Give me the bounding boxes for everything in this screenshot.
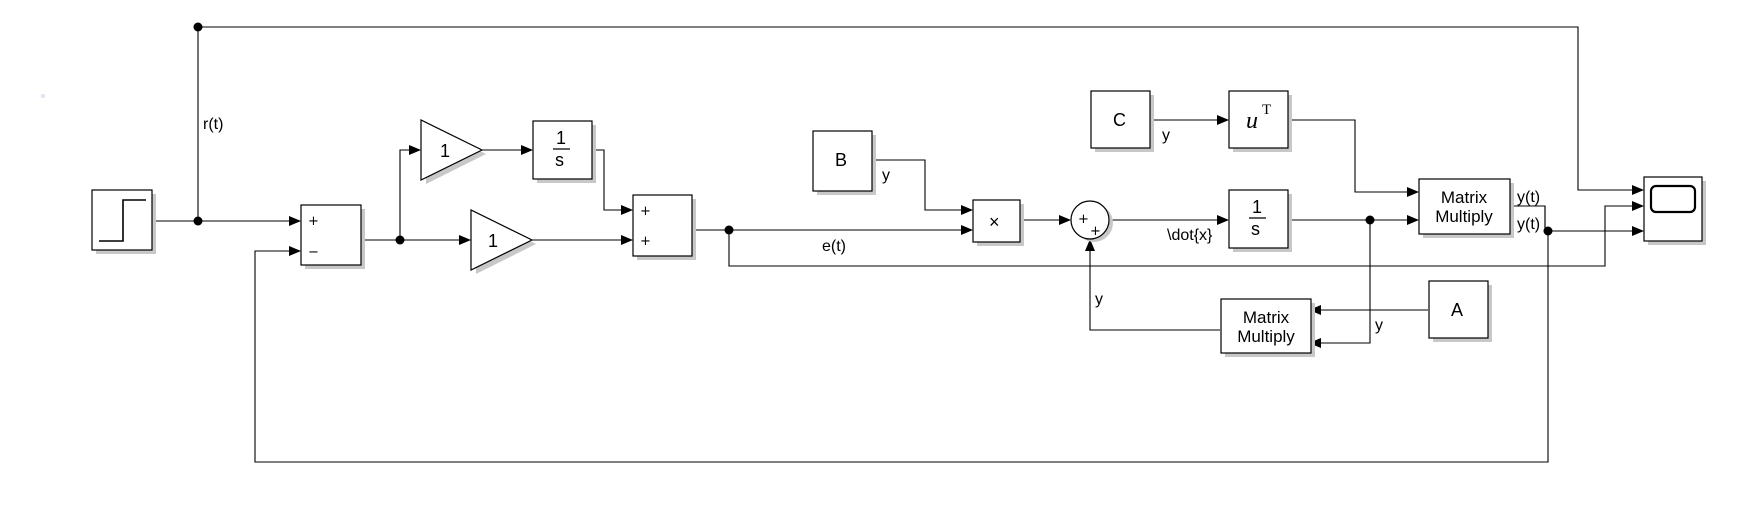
signal-label-output-2: y(t) xyxy=(1517,216,1540,233)
gain-upper-block[interactable]: 1 xyxy=(420,119,486,184)
sum-state-sign-plus-2: + xyxy=(1090,224,1101,239)
wire-b-to-product xyxy=(872,159,973,215)
gain-lower-block[interactable]: 1 xyxy=(470,209,536,274)
matrix-multiply-top-line2: Multiply xyxy=(1435,207,1493,226)
sum-pi-block[interactable]: + + xyxy=(632,194,696,260)
sum-state-sign-plus-1: + xyxy=(1078,212,1089,227)
junction-dot-error-split xyxy=(395,235,405,245)
integrator-2-denominator: s xyxy=(1251,219,1260,239)
wire-reference-to-scope xyxy=(197,26,1644,221)
scope-block[interactable] xyxy=(1643,176,1706,245)
wire-feedback-loop xyxy=(254,231,1549,463)
integrator-1-denominator: s xyxy=(555,150,564,170)
scope-screen-icon xyxy=(1649,184,1697,214)
sum-pi-sign-plus-2: + xyxy=(640,234,651,249)
transpose-base: u xyxy=(1246,108,1258,134)
transpose-block[interactable]: u T xyxy=(1228,90,1292,152)
sum-error-sign-plus: + xyxy=(308,214,319,229)
wire-state-to-mm-bottom xyxy=(1309,220,1371,348)
sum-error-block[interactable]: + − xyxy=(300,204,365,269)
matrix-c-label: C xyxy=(1113,110,1126,130)
junction-dot-reference xyxy=(193,216,203,226)
matrix-b-block[interactable]: B xyxy=(812,130,876,195)
stray-dot xyxy=(41,94,45,98)
integrator-1-numerator: 1 xyxy=(556,128,566,148)
wire-ax-to-sum3 xyxy=(1085,239,1220,331)
matrix-multiply-bottom-line1: Matrix xyxy=(1243,308,1290,327)
product-block[interactable]: × xyxy=(972,199,1024,246)
junction-dot-top xyxy=(193,22,203,32)
sum-pi-sign-plus-1: + xyxy=(640,204,651,219)
signal-label-reference: r(t) xyxy=(203,116,223,133)
wire-error-to-scope xyxy=(728,201,1644,267)
signal-label-error: e(t) xyxy=(822,238,846,255)
signal-label-state-derivative: \dot{x} xyxy=(1167,227,1213,244)
matrix-multiply-top-line1: Matrix xyxy=(1441,188,1488,207)
wire-to-gain-upper xyxy=(399,145,421,240)
matrix-multiply-top-block[interactable]: Matrix Multiply xyxy=(1418,178,1514,238)
signal-label-feedback: y xyxy=(1095,291,1103,308)
integrator-2-block[interactable]: 1 s xyxy=(1228,189,1292,252)
integrator-1-block[interactable]: 1 s xyxy=(532,120,596,183)
junction-dot-control xyxy=(724,225,734,235)
product-symbol: × xyxy=(989,212,1000,232)
matrix-multiply-bottom-line2: Multiply xyxy=(1237,327,1295,346)
step-block[interactable] xyxy=(91,189,156,254)
wire-integrator-to-sum2 xyxy=(592,149,633,215)
matrix-b-label: B xyxy=(835,150,847,170)
gain-lower-value: 1 xyxy=(488,231,498,251)
signal-label-output-1: y(t) xyxy=(1517,189,1540,206)
matrix-multiply-bottom-block[interactable]: Matrix Multiply xyxy=(1220,298,1315,357)
matrix-a-block[interactable]: A xyxy=(1428,280,1492,342)
sum-state-block[interactable]: + + xyxy=(1070,200,1113,242)
transpose-superscript: T xyxy=(1262,102,1271,118)
junction-dot-state xyxy=(1365,215,1375,225)
matrix-c-block[interactable]: C xyxy=(1090,90,1154,152)
signal-label-c-out: y xyxy=(1162,127,1170,144)
junction-dot-output xyxy=(1543,226,1553,236)
integrator-2-numerator: 1 xyxy=(1252,197,1262,217)
wire-transpose-to-mm-top xyxy=(1288,119,1419,197)
matrix-a-label: A xyxy=(1451,300,1463,320)
signal-label-b-out: y xyxy=(882,167,890,184)
gain-upper-value: 1 xyxy=(440,141,450,161)
step-icon xyxy=(99,199,146,242)
signal-label-a-out: y xyxy=(1375,317,1383,334)
sum-error-sign-minus: − xyxy=(308,245,319,260)
